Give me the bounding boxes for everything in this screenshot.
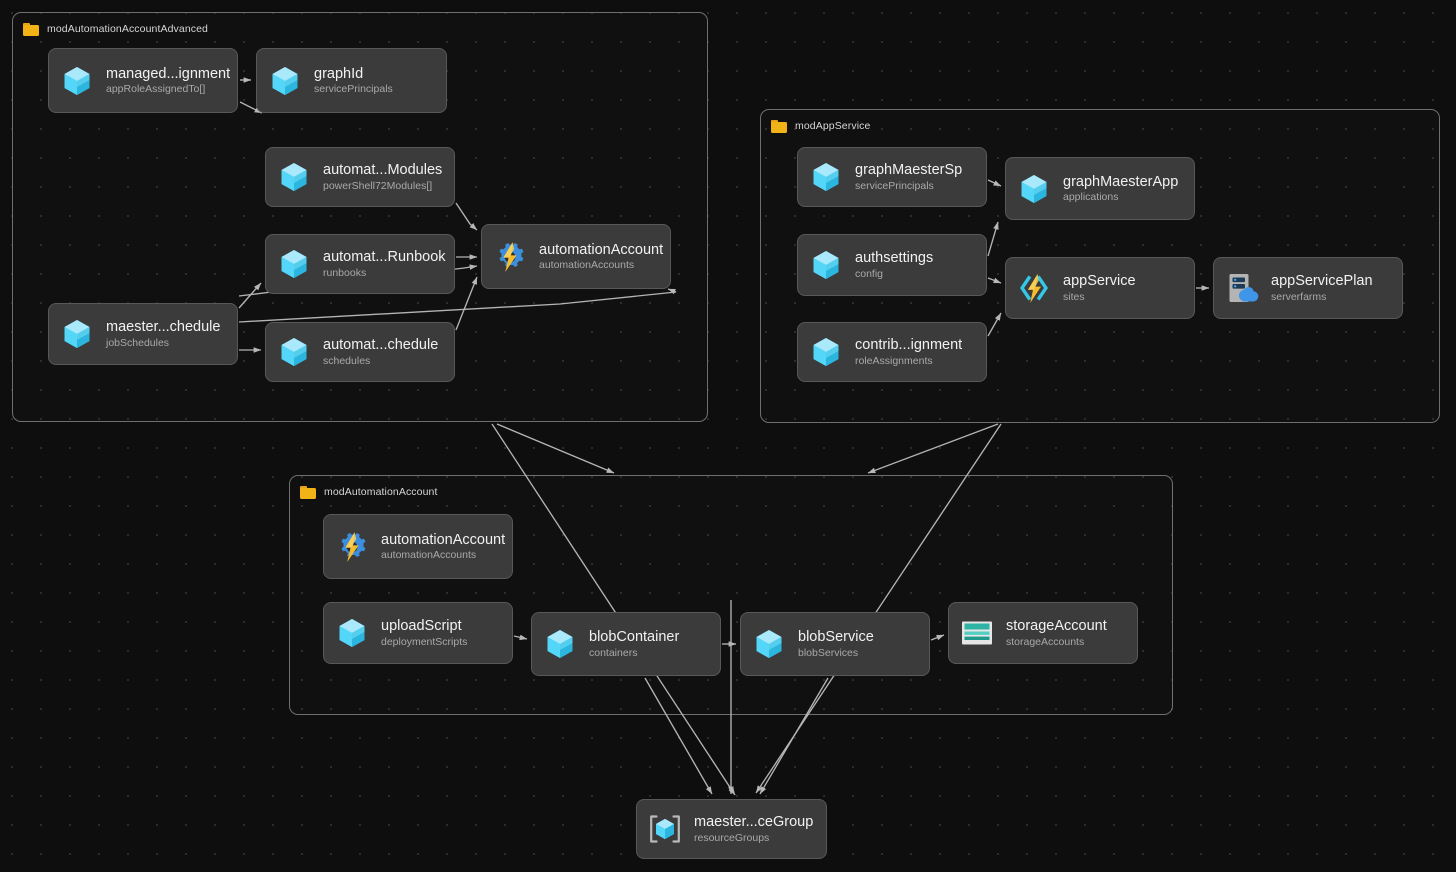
node-title: blobContainer [589,629,680,646]
cube-icon [751,626,787,662]
edge-appsvc-to-autoaccount-group [867,423,999,474]
node-title: automat...Runbook [323,249,446,266]
group-modAppService[interactable]: modAppService [760,109,1440,423]
node-automation-account-advanced[interactable]: automationAccount automationAccounts [481,224,671,289]
node-subtitle: servicePrincipals [314,83,393,96]
node-subtitle: serverfarms [1271,290,1327,303]
node-subtitle: applications [1063,191,1119,204]
node-subtitle: appRoleAssignedTo[] [106,83,206,96]
node-blob-service[interactable]: blobService blobServices [740,612,930,676]
node-graph-maester-app[interactable]: graphMaesterApp applications [1005,157,1195,220]
node-subtitle: storageAccounts [1006,635,1085,648]
node-subtitle: schedules [323,354,371,367]
node-title: graphMaesterApp [1063,173,1179,190]
node-title: maester...chedule [106,319,221,336]
node-title: authsettings [855,250,934,267]
node-title: storageAccount [1006,618,1107,635]
node-title: appService [1063,273,1136,290]
cube-icon [808,159,844,195]
chevron-bolt-icon [1016,270,1052,306]
node-automation-account-lower[interactable]: automationAccount automationAccounts [323,514,513,579]
cube-icon [59,63,95,99]
node-upload-script[interactable]: uploadScript deploymentScripts [323,602,513,664]
node-authsettings[interactable]: authsettings config [797,234,987,296]
node-title: contrib...ignment [855,337,963,354]
appserviceplan-icon [1224,270,1260,306]
node-title: blobService [798,629,874,646]
node-subtitle: deploymentScripts [381,635,468,648]
group-header: modAppService [771,117,870,135]
cube-icon [808,334,844,370]
node-appservice[interactable]: appService sites [1005,257,1195,319]
cube-icon [59,316,95,352]
group-modAutomationAccountAdvanced[interactable]: modAutomationAccountAdvanced [12,12,708,422]
node-appserviceplan[interactable]: appServicePlan serverfarms [1213,257,1403,319]
node-managed-assignment[interactable]: managed...ignment appRoleAssignedTo[] [48,48,238,113]
node-contributor-assignment[interactable]: contrib...ignment roleAssignments [797,322,987,382]
cube-icon [808,247,844,283]
node-automation-schedule[interactable]: automat...chedule schedules [265,322,455,382]
node-automation-modules[interactable]: automat...Modules powerShell72Modules[] [265,147,455,207]
folder-icon [23,22,39,36]
node-subtitle: powerShell72Modules[] [323,179,433,192]
node-subtitle: automationAccounts [539,259,635,272]
group-header: modAutomationAccountAdvanced [23,20,208,38]
node-title: automat...Modules [323,162,443,179]
node-title: automationAccount [381,531,506,548]
edge-adv-to-autoaccount-group [496,423,615,474]
node-title: graphId [314,65,364,82]
group-label: modAutomationAccount [324,486,438,498]
folder-icon [300,485,316,499]
node-subtitle: config [855,267,884,280]
node-title: graphMaesterSp [855,162,963,179]
storage-icon [959,615,995,651]
node-subtitle: resourceGroups [694,831,770,844]
node-subtitle: jobSchedules [106,336,170,349]
node-subtitle: runbooks [323,266,367,279]
node-blob-container[interactable]: blobContainer containers [531,612,721,676]
cube-icon [542,626,578,662]
node-subtitle: containers [589,646,638,659]
node-title: appServicePlan [1271,273,1373,290]
node-maester-jobschedule[interactable]: maester...chedule jobSchedules [48,303,238,365]
node-subtitle: automationAccounts [381,549,477,562]
node-title: automationAccount [539,241,664,258]
node-title: uploadScript [381,618,462,635]
cube-icon [1016,171,1052,207]
cube-icon [276,334,312,370]
cube-icon [267,63,303,99]
node-title: maester...ceGroup [694,814,814,831]
resourcegroup-icon [647,811,683,847]
cube-icon [334,615,370,651]
group-modAutomationAccount[interactable]: modAutomationAccount [289,475,1173,715]
node-graph-maester-sp[interactable]: graphMaesterSp servicePrincipals [797,147,987,207]
node-title: managed...ignment [106,65,231,82]
node-subtitle: blobServices [798,646,859,659]
node-automation-runbook[interactable]: automat...Runbook runbooks [265,234,455,294]
node-subtitle: servicePrincipals [855,179,934,192]
cube-icon [276,159,312,195]
node-maester-resource-group[interactable]: maester...ceGroup resourceGroups [636,799,827,859]
cube-icon [276,246,312,282]
node-title: automat...chedule [323,337,439,354]
node-subtitle: roleAssignments [855,354,933,367]
folder-icon [771,119,787,133]
gear-bolt-icon [492,239,528,275]
group-label: modAppService [795,120,871,132]
group-header: modAutomationAccount [300,483,437,501]
node-subtitle: sites [1063,290,1085,303]
node-storage-account[interactable]: storageAccount storageAccounts [948,602,1138,664]
group-label: modAutomationAccountAdvanced [47,23,208,35]
node-graphid[interactable]: graphId servicePrincipals [256,48,447,113]
gear-bolt-icon [334,529,370,565]
